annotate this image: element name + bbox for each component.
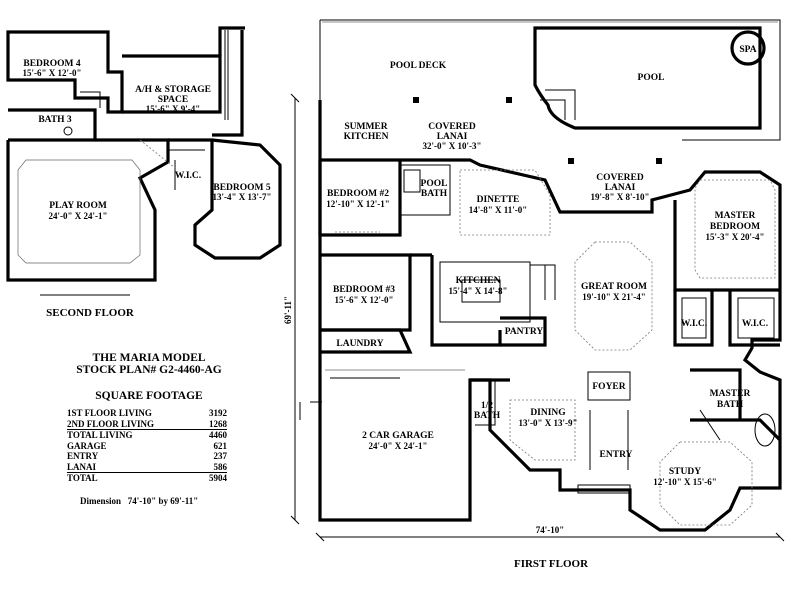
footage-value: 1268 <box>209 418 227 429</box>
room-covered-lanai-1-name2: LANAI <box>437 132 468 142</box>
footage-value: 5904 <box>199 472 227 484</box>
footage-value: 3192 <box>209 408 227 418</box>
footage-label: GARAGE <box>67 440 107 451</box>
room-pool-name: POOL <box>638 73 665 83</box>
room-master-bedroom-name1: MASTER <box>715 211 756 221</box>
room-bedroom4-dim: 15'-6" X 12'-0" <box>23 68 82 78</box>
table-row: 1ST FLOOR LIVING 3192 <box>67 408 227 419</box>
room-kitchen-name: KITCHEN <box>456 276 501 286</box>
room-kitchen-dim: 15'-4" X 14'-8" <box>449 286 508 296</box>
footage-label: LANAI <box>67 461 97 472</box>
room-covered-lanai-2-name1: COVERED <box>596 173 644 183</box>
dimension-label: Dimension <box>80 495 122 506</box>
table-row: TOTAL 5904 <box>67 472 227 484</box>
room-wic1-name: W.I.C. <box>681 319 707 329</box>
model-title: THE MARIA MODEL <box>92 352 206 364</box>
square-footage-heading: SQUARE FOOTAGE <box>95 390 203 402</box>
room-bedroom3-dim: 15'-6" X 12'-0" <box>335 295 394 305</box>
first-floor-plan <box>290 19 785 542</box>
room-ah-storage-name1: A/H & STORAGE <box>135 85 211 95</box>
dimension-value: 74'-10" by 69'-11" <box>127 495 199 506</box>
room-wic2-name: W.I.C. <box>742 319 768 329</box>
room-covered-lanai-1-name1: COVERED <box>428 122 476 132</box>
room-bedroom5-dim: 13'-4" X 13'-7" <box>213 192 272 202</box>
first-floor-label: FIRST FLOOR <box>514 558 589 570</box>
room-great-room-name: GREAT ROOM <box>581 282 647 292</box>
room-master-bath-name2: BATH <box>717 400 744 410</box>
room-play-room-dim: 24'-0" X 24'-1" <box>49 211 108 221</box>
footage-value: 4460 <box>199 429 227 441</box>
room-pool-deck-name: POOL DECK <box>390 61 447 71</box>
room-pool-bath-name1: POOL <box>421 179 448 189</box>
overall-width-dimension: 74'-10" <box>536 525 565 535</box>
room-covered-lanai-2-dim: 19'-8" X 8'-10" <box>591 192 650 202</box>
table-row: LANAI 586 <box>67 462 227 473</box>
room-master-bath-name1: MASTER <box>710 389 751 399</box>
room-play-room-name: PLAY ROOM <box>49 201 107 211</box>
room-bedroom3-name: BEDROOM #3 <box>333 285 395 295</box>
footage-label: TOTAL LIVING <box>67 429 200 441</box>
room-study-name: STUDY <box>669 467 701 477</box>
room-pantry-name: PANTRY <box>505 327 544 337</box>
footage-label: ENTRY <box>67 451 99 461</box>
footage-value: 586 <box>213 461 228 472</box>
table-row: ENTRY 237 <box>67 451 227 462</box>
overall-dimension-line: Dimension 74'-10" by 69'-11" <box>80 496 242 506</box>
room-master-bedroom-dim: 15'-3" X 20'-4" <box>706 232 765 242</box>
room-pool-bath-name2: BATH <box>421 189 448 199</box>
room-foyer-name: FOYER <box>592 382 625 392</box>
room-ah-storage-dim: 15'-6" X 9'-4" <box>146 104 201 114</box>
square-footage-table: 1ST FLOOR LIVING 3192 2ND FLOOR LIVING 1… <box>67 408 227 484</box>
footage-label: 1ST FLOOR LIVING <box>67 408 152 418</box>
room-summer-kitchen-name2: KITCHEN <box>344 132 389 142</box>
room-master-bedroom-name2: BEDROOM <box>710 222 760 232</box>
room-bedroom4-name: BEDROOM 4 <box>23 59 81 69</box>
room-ah-storage-name2: SPACE <box>158 95 188 105</box>
model-info-block: THE MARIA MODEL STOCK PLAN# G2-4460-AG S… <box>62 352 242 506</box>
room-bedroom2-dim: 12'-10" X 12'-1" <box>326 199 390 209</box>
room-garage-name: 2 CAR GARAGE <box>362 431 434 441</box>
footage-label: TOTAL <box>67 472 200 484</box>
room-dining-dim: 13'-0" X 13'-9" <box>519 418 578 428</box>
room-laundry-name: LAUNDRY <box>336 339 383 349</box>
room-covered-lanai-1-dim: 32'-0" X 10'-3" <box>423 141 482 151</box>
room-dinette-dim: 14'-8" X 11'-0" <box>469 205 528 215</box>
room-great-room-dim: 19'-10" X 21'-4" <box>582 292 646 302</box>
footage-value: 237 <box>213 451 228 461</box>
table-row: GARAGE 621 <box>67 441 227 452</box>
overall-depth-dimension: 69'-11" <box>283 296 293 324</box>
room-summer-kitchen-name1: SUMMER <box>344 122 387 132</box>
stock-plan-number: STOCK PLAN# G2-4460-AG <box>76 364 222 376</box>
second-floor-label: SECOND FLOOR <box>46 307 135 319</box>
footage-label: 2ND FLOOR LIVING <box>67 418 155 429</box>
room-bedroom5-name: BEDROOM 5 <box>213 183 271 193</box>
room-dining-name: DINING <box>530 408 566 418</box>
room-spa-name: SPA <box>739 45 756 55</box>
table-row: 2ND FLOOR LIVING 1268 <box>67 419 227 430</box>
room-bedroom2-name: BEDROOM #2 <box>327 189 389 199</box>
room-garage-dim: 24'-0" X 24'-1" <box>369 441 428 451</box>
room-covered-lanai-2-name2: LANAI <box>605 183 636 193</box>
footage-value: 621 <box>213 440 228 451</box>
room-bath3-name: BATH 3 <box>38 115 72 125</box>
room-entry-name: ENTRY <box>600 450 633 460</box>
second-floor-plan <box>6 26 282 296</box>
room-wic-name: W.I.C. <box>175 171 201 181</box>
table-row: TOTAL LIVING 4460 <box>67 429 227 441</box>
room-half-bath-name1: 1/2 <box>481 401 493 411</box>
room-half-bath-name2: BATH <box>474 411 501 421</box>
room-study-dim: 12'-10" X 15'-6" <box>653 477 717 487</box>
room-dinette-name: DINETTE <box>477 195 520 205</box>
